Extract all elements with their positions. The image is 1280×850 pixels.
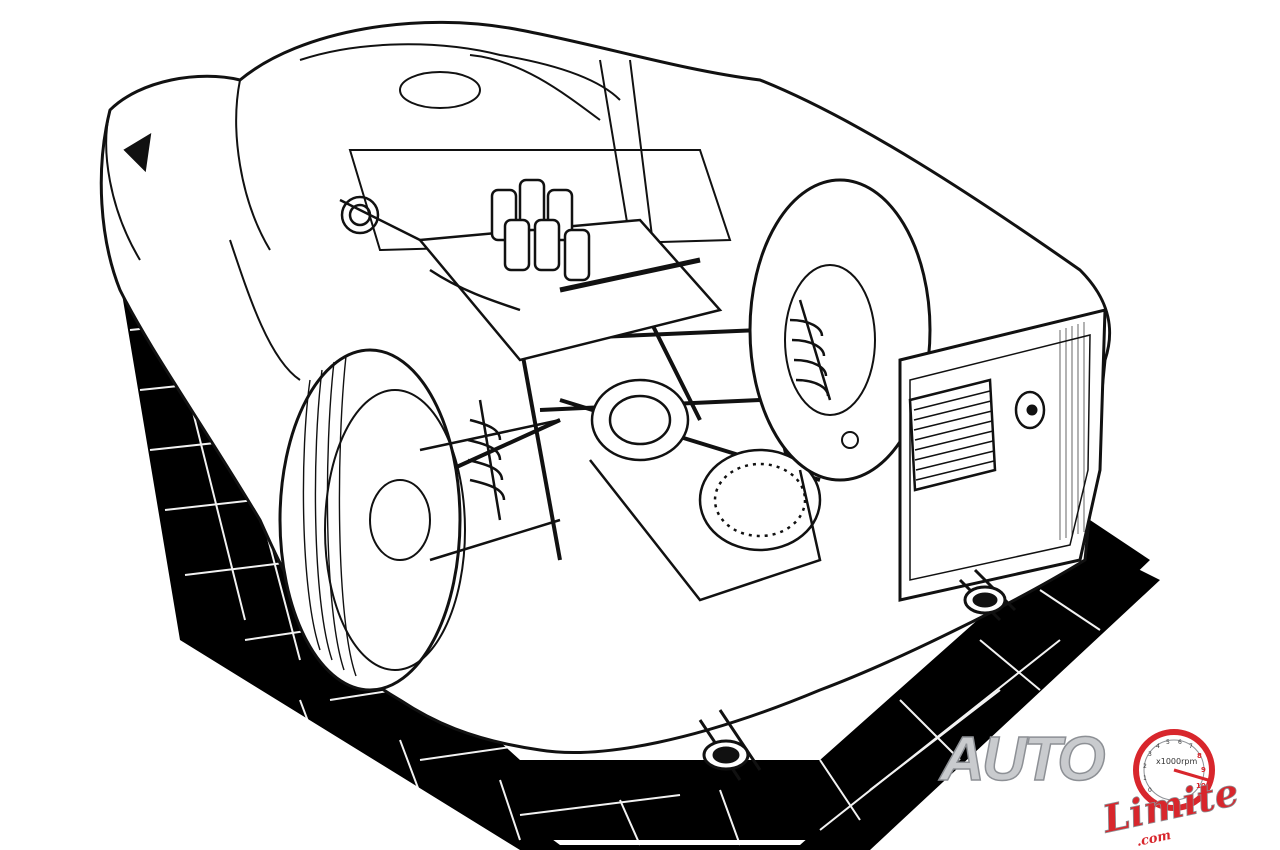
dial-tick-1: 1 (1143, 775, 1147, 782)
tachometer-dial-icon: x1000rpm 0 1 2 3 4 5 6 7 8 9 10 (1133, 729, 1215, 811)
dial-tick-2: 2 (1143, 763, 1147, 770)
logo-brand-domain: .com (1135, 828, 1172, 846)
dial-tick-6: 6 (1178, 739, 1182, 746)
dial-tick-9: 9 (1201, 766, 1206, 774)
dial-tick-3: 3 (1148, 751, 1152, 758)
autolimite-logo: AUTO x1000rpm 0 1 2 3 4 5 6 7 8 9 10 Lim… (937, 724, 1243, 846)
dial-tick-8: 8 (1197, 752, 1202, 760)
rear-wheel-left (278, 348, 466, 692)
dial-tick-5: 5 (1166, 739, 1170, 746)
dial-unit-label: x1000rpm (1156, 757, 1197, 766)
gearbox (589, 378, 822, 602)
engine-block (339, 178, 723, 362)
steering-wheel (399, 71, 481, 109)
front-fender (105, 109, 301, 381)
rear-suspension-right (789, 299, 832, 401)
tail-grille (908, 378, 997, 492)
dial-tick-4: 4 (1156, 743, 1160, 750)
dial-tick-0: 0 (1148, 787, 1152, 794)
tail-light (1014, 390, 1046, 430)
exhaust-pipes (698, 568, 1017, 781)
rear-wheel-right (748, 178, 932, 482)
tail-panel (898, 308, 1107, 602)
logo-brand-main: AUTO (938, 725, 1105, 794)
dial-tick-10: 10 (1196, 782, 1206, 790)
dial-tick-7: 7 (1189, 743, 1193, 750)
rear-suspension-left (419, 399, 561, 562)
